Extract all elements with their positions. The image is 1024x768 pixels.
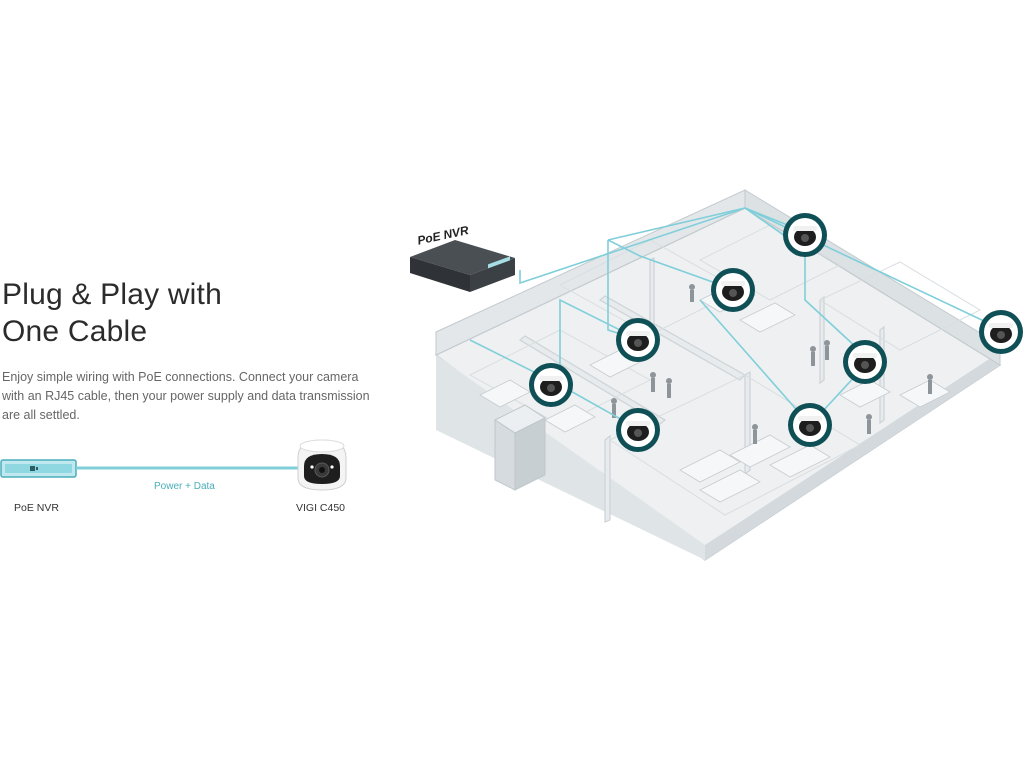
camera-badges xyxy=(529,213,1023,452)
page-title: Plug & Play with One Cable xyxy=(2,276,222,350)
camera-badge-8-icon xyxy=(979,310,1023,354)
back-wall-left xyxy=(435,189,746,356)
network-cables xyxy=(469,207,1004,431)
camera-badge-7-icon xyxy=(788,403,832,447)
cable-label: Power + Data xyxy=(154,481,215,492)
camera-badge-3-icon xyxy=(616,318,660,362)
nvr-device-icon xyxy=(410,240,515,292)
camera-badge-1-icon xyxy=(783,213,827,257)
back-wall-right xyxy=(744,189,1001,366)
mini-nvr-label: PoE NVR xyxy=(14,502,59,514)
camera-badge-5-icon xyxy=(616,408,660,452)
camera-badge-6-icon xyxy=(843,340,887,384)
title-line-1: Plug & Play with xyxy=(2,278,222,311)
reception-block xyxy=(493,404,547,491)
camera-badge-2-icon xyxy=(711,268,755,312)
floorplan-nvr-label: PoE NVR xyxy=(416,223,470,248)
feature-description: Enjoy simple wiring with PoE connections… xyxy=(2,370,370,422)
camera-badge-4-icon xyxy=(529,363,573,407)
camera-device-icon xyxy=(297,439,347,491)
mini-camera-label: VIGI C450 xyxy=(296,502,346,514)
nvr-device-icon xyxy=(0,459,77,478)
title-line-2: One Cable xyxy=(2,315,148,348)
floor-base xyxy=(434,207,1002,561)
